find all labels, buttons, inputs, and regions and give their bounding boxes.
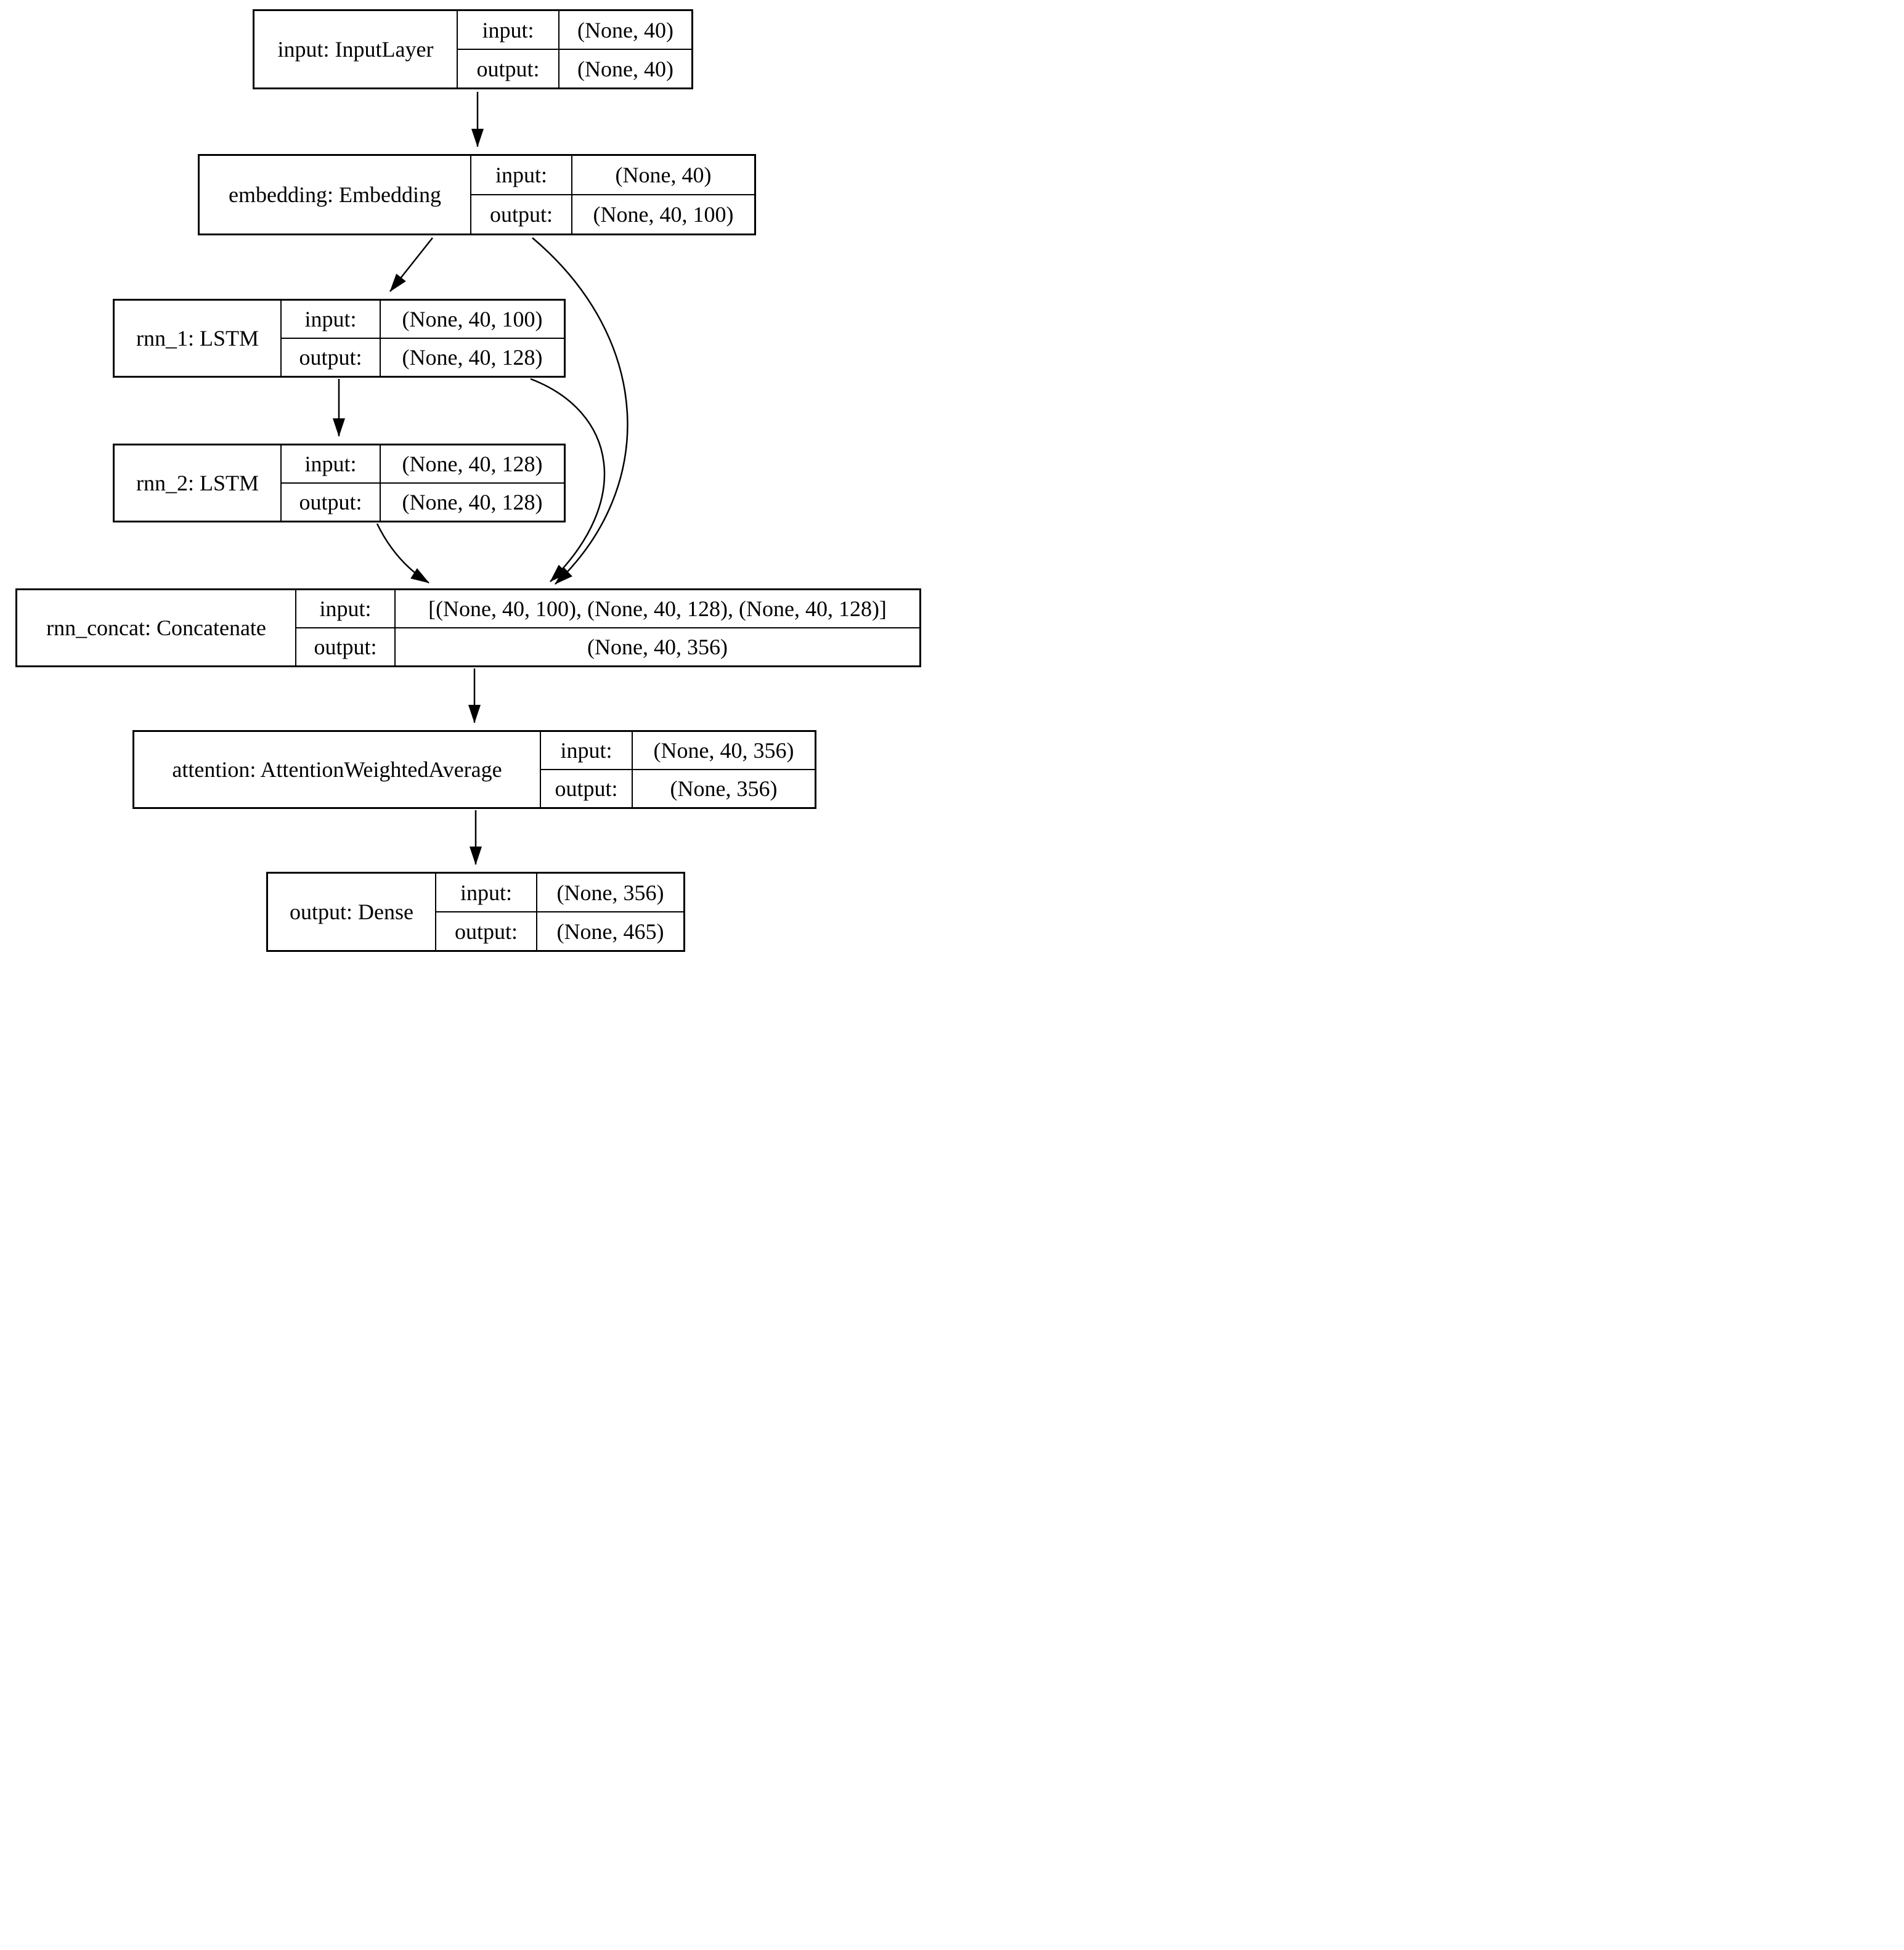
- output-row-label: output:: [458, 50, 559, 87]
- node-rnn-1-lstm: rnn_1: LSTM input: (None, 40, 100) outpu…: [113, 299, 566, 378]
- input-row-label: input:: [541, 732, 633, 769]
- output-shape-value: (None, 40): [577, 56, 673, 81]
- edges-layer: [333, 92, 629, 865]
- output-row-label: output:: [541, 770, 633, 807]
- output-shape-value: (None, 40, 128): [402, 345, 543, 370]
- output-shape-value: (None, 356): [670, 776, 778, 801]
- output-row-label: output:: [282, 484, 381, 521]
- node-rnn-concat-concatenate: rnn_concat: Concatenate input: [(None, 4…: [15, 588, 921, 667]
- layer-name-label: rnn_concat: Concatenate: [17, 590, 296, 665]
- input-row-label: input:: [296, 590, 396, 627]
- edge-rnn1-to-rnn-concat: [530, 378, 606, 582]
- model-architecture-diagram: input: InputLayer input: (None, 40) outp…: [0, 0, 943, 965]
- output-shape-value: (None, 40, 356): [587, 635, 728, 659]
- edge-embedding-to-rnn1: [389, 237, 433, 292]
- node-attention-weighted-average: attention: AttentionWeightedAverage inpu…: [132, 730, 816, 809]
- layer-name-label: input: InputLayer: [254, 11, 458, 87]
- layer-name-label: rnn_2: LSTM: [115, 445, 282, 521]
- edge-embedding-to-rnn-concat: [532, 237, 629, 585]
- output-row-label: output:: [436, 912, 537, 950]
- node-rnn-2-lstm: rnn_2: LSTM input: (None, 40, 128) outpu…: [113, 444, 566, 522]
- input-row-label: input:: [471, 156, 572, 194]
- layer-name-label: output: Dense: [268, 874, 436, 950]
- output-row-label: output:: [471, 195, 572, 234]
- layer-name-label: attention: AttentionWeightedAverage: [134, 732, 541, 807]
- node-output-dense: output: Dense input: (None, 356) output:…: [266, 872, 685, 952]
- edge-rnn2-to-rnn-concat: [376, 523, 429, 584]
- input-row-label: input:: [458, 11, 559, 49]
- node-embedding: embedding: Embedding input: (None, 40) o…: [198, 154, 756, 235]
- input-shape-value: (None, 40): [577, 17, 673, 43]
- input-shape-value: (None, 40, 356): [653, 738, 794, 763]
- output-shape-value: (None, 465): [556, 919, 664, 944]
- layer-name-label: rnn_1: LSTM: [115, 301, 282, 376]
- input-row-label: input:: [436, 874, 537, 911]
- input-shape-value: [(None, 40, 100), (None, 40, 128), (None…: [428, 596, 887, 621]
- output-shape-value: (None, 40, 100): [593, 202, 734, 227]
- input-row-label: input:: [282, 445, 381, 482]
- output-row-label: output:: [282, 339, 381, 376]
- layer-name-label: embedding: Embedding: [200, 156, 471, 234]
- input-row-label: input:: [282, 301, 381, 338]
- input-shape-value: (None, 40, 100): [402, 307, 543, 331]
- input-shape-value: (None, 356): [556, 880, 664, 905]
- input-shape-value: (None, 40): [615, 163, 712, 187]
- input-shape-value: (None, 40, 128): [402, 452, 543, 476]
- node-input-inputlayer: input: InputLayer input: (None, 40) outp…: [253, 9, 693, 89]
- output-shape-value: (None, 40, 128): [402, 490, 543, 514]
- output-row-label: output:: [296, 628, 396, 665]
